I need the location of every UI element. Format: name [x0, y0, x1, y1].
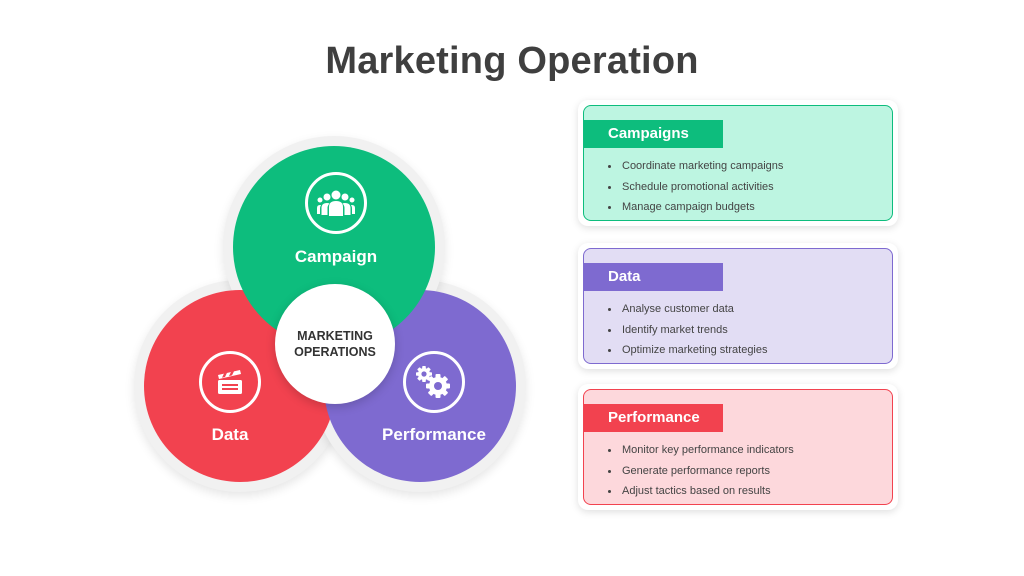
- performance-card-body: Performance Monitor key performance indi…: [583, 389, 893, 505]
- performance-card-list: Monitor key performance indicators Gener…: [606, 440, 794, 502]
- team-people-icon: [305, 172, 367, 234]
- venn-diagram: Campaign Data: [134, 136, 526, 492]
- list-item: Identify market trends: [606, 320, 768, 341]
- data-card-title: Data: [583, 263, 723, 291]
- center-label: MARKETING OPERATIONS: [294, 329, 376, 359]
- campaigns-card-body: Campaigns Coordinate marketing campaigns…: [583, 105, 893, 221]
- list-item: Manage campaign budgets: [606, 197, 783, 218]
- list-item: Adjust tactics based on results: [606, 481, 794, 502]
- performance-card: Performance Monitor key performance indi…: [578, 384, 898, 510]
- data-card: Data Analyse customer data Identify mark…: [578, 243, 898, 369]
- performance-card-title: Performance: [583, 404, 723, 432]
- clapperboard-icon: [199, 351, 261, 413]
- campaigns-card-title: Campaigns: [583, 120, 723, 148]
- data-card-list: Analyse customer data Identify market tr…: [606, 299, 768, 361]
- campaigns-card-list: Coordinate marketing campaigns Schedule …: [606, 156, 783, 218]
- list-item: Coordinate marketing campaigns: [606, 156, 783, 177]
- list-item: Analyse customer data: [606, 299, 768, 320]
- center-circle: MARKETING OPERATIONS: [275, 284, 395, 404]
- campaign-label: Campaign: [294, 247, 378, 266]
- page-title: Marketing Operation: [325, 40, 699, 82]
- data-label: Data: [211, 425, 249, 444]
- campaigns-card: Campaigns Coordinate marketing campaigns…: [578, 100, 898, 226]
- list-item: Optimize marketing strategies: [606, 340, 768, 361]
- list-item: Monitor key performance indicators: [606, 440, 794, 461]
- list-item: Generate performance reports: [606, 461, 794, 482]
- performance-label: Performance: [382, 425, 486, 444]
- list-item: Schedule promotional activities: [606, 177, 783, 198]
- gears-icon: [403, 351, 465, 413]
- data-card-body: Data Analyse customer data Identify mark…: [583, 248, 893, 364]
